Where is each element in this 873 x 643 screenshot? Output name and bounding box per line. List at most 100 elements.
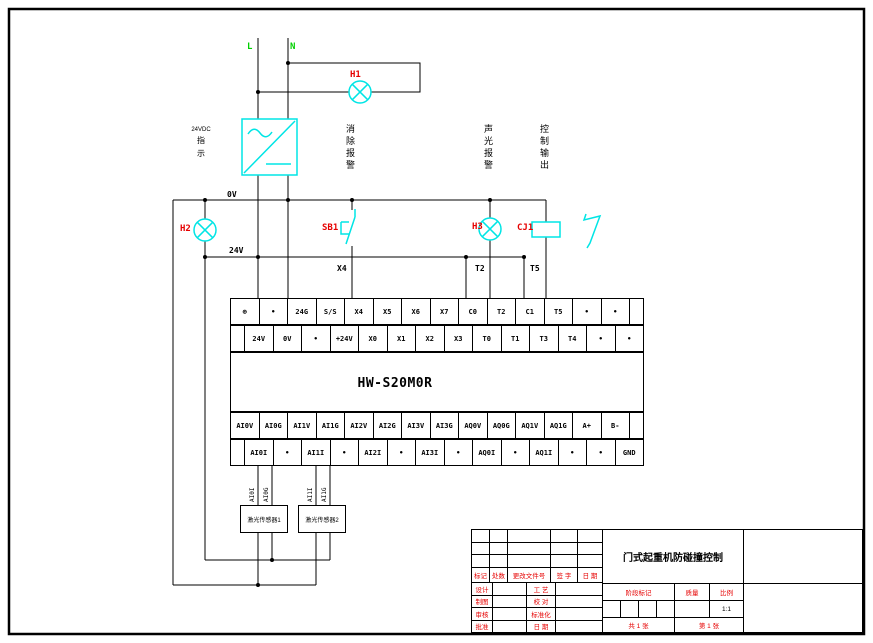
revision-cell	[472, 542, 489, 555]
header-mark: 标记	[472, 568, 489, 582]
drawing-number-cell	[744, 584, 862, 632]
terminal-cell: 24V	[245, 326, 273, 351]
terminal-cell: •	[615, 326, 643, 351]
lamp-h1-label: H1	[350, 70, 361, 80]
terminal-cell: AI2G	[373, 413, 401, 438]
terminal-cell: •	[387, 440, 415, 465]
header-date: 日 期	[578, 568, 602, 582]
signature-grid: 设计工 艺 制图校 对 审核标准化 批准日 期	[472, 583, 602, 632]
title-block-left: 标记 处数 更改文件号 签 字 日 期 设计工 艺 制图校 对 审核标准化 批准…	[472, 530, 602, 632]
header-change-doc: 更改文件号	[508, 568, 550, 582]
terminal-cell: •	[558, 440, 586, 465]
terminal-cell: AQ0I	[473, 440, 501, 465]
sheets-total: 共 1 张	[603, 618, 674, 632]
title-block-right	[744, 530, 862, 632]
mass-label: 质量	[675, 584, 709, 600]
annotation-control-output: 控制输出	[539, 124, 549, 172]
wire-x4-label: X4	[337, 264, 347, 273]
revision-cell	[508, 530, 550, 542]
sheet-row: 共 1 张 第 1 张	[603, 618, 743, 632]
terminal-cell: AQ0G	[487, 413, 515, 438]
drawing-title: 门式起重机防碰撞控制	[603, 530, 743, 583]
terminal-cell: T5	[544, 299, 572, 324]
terminal-cell: AI3I	[416, 440, 444, 465]
cyan-mark-icon	[582, 213, 602, 249]
revision-cell	[578, 555, 602, 567]
lamp-h2-label: H2	[180, 224, 191, 234]
title-block: 标记 处数 更改文件号 签 字 日 期 设计工 艺 制图校 对 审核标准化 批准…	[471, 529, 863, 633]
role-design: 设计	[472, 583, 492, 595]
company-cell	[744, 530, 862, 583]
terminal-cell: AQ1V	[516, 413, 544, 438]
terminal-cell: C1	[516, 299, 544, 324]
terminal-cell: X4	[345, 299, 373, 324]
lamp-h1-icon	[348, 80, 372, 104]
terminal-cell: •	[302, 326, 330, 351]
terminal-cell: AI0G	[259, 413, 287, 438]
terminal-cell: •	[330, 440, 358, 465]
terminal-cell: •	[587, 326, 615, 351]
line-n-label: N	[290, 42, 296, 52]
terminal-cell: X2	[416, 326, 444, 351]
terminal-cell: T3	[530, 326, 558, 351]
terminal-cell: T2	[487, 299, 515, 324]
terminal-cell: X7	[430, 299, 458, 324]
terminal-cell: X6	[402, 299, 430, 324]
scale-value: 1:1	[710, 601, 743, 617]
sensor1-wire-label-aiog: AI0G	[263, 487, 270, 502]
revision-cell	[472, 555, 489, 567]
terminal-cell-blank	[630, 299, 643, 324]
laser-sensor-2: 激光传感器2	[298, 505, 346, 533]
terminal-cell: •	[259, 299, 287, 324]
revision-cell	[472, 530, 489, 542]
value-cell	[493, 595, 526, 607]
role-check: 审核	[472, 608, 492, 620]
revision-cell	[508, 542, 550, 555]
terminal-cell: AI0I	[245, 440, 273, 465]
sheet-number: 第 1 张	[675, 618, 743, 632]
laser-sensor-1: 激光传感器1	[240, 505, 288, 533]
stage-cell	[657, 601, 674, 617]
sensor1-wire-label-aioi: AI0I	[249, 487, 256, 502]
psu-label-line3: 示	[197, 149, 205, 158]
terminal-cell: AQ1G	[544, 413, 572, 438]
plc-body	[230, 352, 644, 412]
wires	[172, 38, 547, 586]
pushbutton-sb1-icon	[340, 209, 356, 245]
value-cell	[493, 620, 526, 632]
terminal-cell-blank	[231, 326, 244, 351]
role-date: 日 期	[527, 620, 555, 632]
header-signature: 签 字	[551, 568, 577, 582]
terminal-cell: GND	[615, 440, 643, 465]
terminal-cell: S/S	[316, 299, 344, 324]
terminal-cell: AQ1I	[530, 440, 558, 465]
stage-header-row: 阶段标记 质量 比例	[603, 584, 743, 600]
role-standard: 标准化	[527, 608, 555, 620]
terminal-cell: •	[501, 440, 529, 465]
value-cell	[556, 595, 602, 607]
role-draft: 制图	[472, 595, 492, 607]
mass-value	[675, 601, 709, 617]
title-block-middle: 门式起重机防碰撞控制 阶段标记 质量 比例 1:1 共 1 张 第 1 张	[603, 530, 743, 632]
wire-t2-label: T2	[475, 264, 485, 273]
plc-analog-terminal-row-lower: AI0I • AI1I • AI2I • AI3I • AQ0I • AQ1I …	[230, 439, 644, 466]
terminal-cell: T0	[473, 326, 501, 351]
annotation-clear-alarm: 消除报警	[345, 124, 355, 172]
power-supply-icon	[241, 118, 298, 176]
pushbutton-sb1-label: SB1	[322, 223, 339, 233]
plc-input-terminal-row-upper: ⊕ • 24G S/S X4 X5 X6 X7 C0 T2 C1 T5 • •	[230, 298, 644, 325]
revision-cell	[551, 555, 577, 567]
revision-cell	[578, 542, 602, 555]
stage-value-row: 1:1	[603, 601, 743, 617]
terminal-cell-blank	[630, 413, 643, 438]
line-l-label: L	[247, 42, 253, 52]
terminal-cell: AI2I	[359, 440, 387, 465]
plc-model-label: HW-S20M0R	[357, 376, 433, 391]
psu-label-line1: 24VDC	[191, 127, 211, 133]
terminal-cell: •	[273, 440, 301, 465]
stage-cell	[621, 601, 638, 617]
stage-cell	[603, 601, 620, 617]
terminal-cell: ⊕	[231, 299, 259, 324]
terminal-cell: T1	[501, 326, 529, 351]
